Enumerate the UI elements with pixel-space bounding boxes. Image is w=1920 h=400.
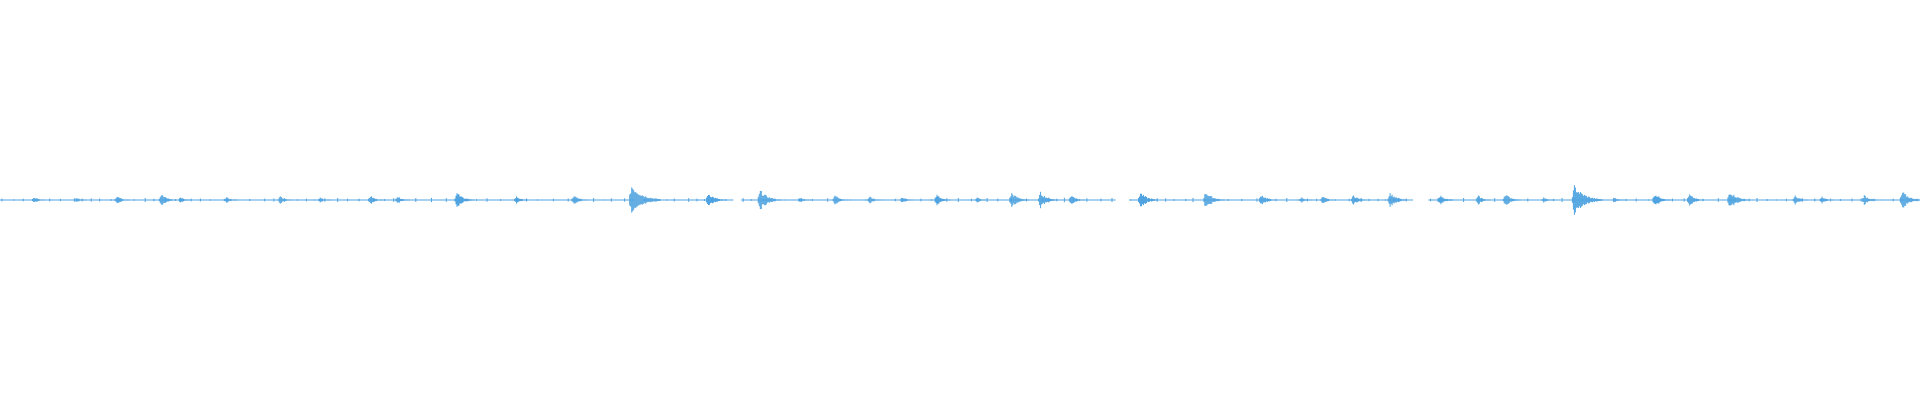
waveform-transient bbox=[757, 190, 782, 210]
waveform-transient bbox=[1861, 195, 1878, 205]
waveform-transient bbox=[1612, 198, 1626, 202]
waveform-transient bbox=[832, 195, 849, 205]
waveform-transient bbox=[368, 196, 384, 204]
waveform-transient bbox=[1541, 197, 1555, 203]
waveform-transient bbox=[1258, 195, 1276, 205]
waveform-transient bbox=[867, 196, 882, 204]
waveform-transient bbox=[394, 197, 410, 203]
waveform-transient bbox=[318, 197, 332, 203]
waveform-transient bbox=[1900, 192, 1920, 208]
waveform-transient bbox=[1351, 195, 1368, 205]
waveform-transient bbox=[1320, 197, 1335, 203]
waveform-transient bbox=[1203, 194, 1226, 206]
waveform-transient bbox=[899, 197, 913, 203]
waveform-transient bbox=[1819, 196, 1834, 204]
waveform-transient bbox=[1299, 197, 1313, 203]
waveform-transient bbox=[798, 198, 812, 202]
waveform-transient bbox=[32, 198, 46, 202]
waveform-transient bbox=[74, 198, 87, 202]
waveform-transient bbox=[706, 195, 725, 205]
waveform-transient bbox=[1437, 195, 1454, 205]
waveform-transient bbox=[178, 197, 191, 203]
waveform-transient bbox=[1009, 193, 1030, 207]
waveform-transient bbox=[571, 196, 588, 204]
waveform-transient bbox=[629, 187, 662, 213]
waveform-transient bbox=[1138, 193, 1158, 207]
waveform-transient bbox=[1792, 195, 1808, 205]
waveform-transient bbox=[1502, 195, 1521, 205]
waveform-transient bbox=[158, 195, 177, 205]
waveform-transient bbox=[1387, 193, 1408, 207]
waveform-transient bbox=[1652, 195, 1672, 205]
waveform-transient bbox=[224, 197, 239, 203]
waveform-transient bbox=[114, 196, 130, 204]
waveform-transient bbox=[1038, 191, 1059, 209]
waveform-transient bbox=[974, 197, 988, 203]
waveform-transient bbox=[1687, 194, 1705, 206]
waveform-transient bbox=[277, 196, 292, 204]
waveform-track bbox=[0, 185, 1920, 215]
waveform-transient bbox=[1475, 195, 1491, 205]
waveform-transient bbox=[514, 196, 528, 204]
waveform-transient bbox=[1727, 194, 1751, 206]
waveform-transient bbox=[934, 194, 951, 206]
waveform-transient bbox=[1571, 185, 1603, 215]
waveform-transient bbox=[1068, 196, 1085, 204]
waveform-transient bbox=[454, 193, 475, 207]
